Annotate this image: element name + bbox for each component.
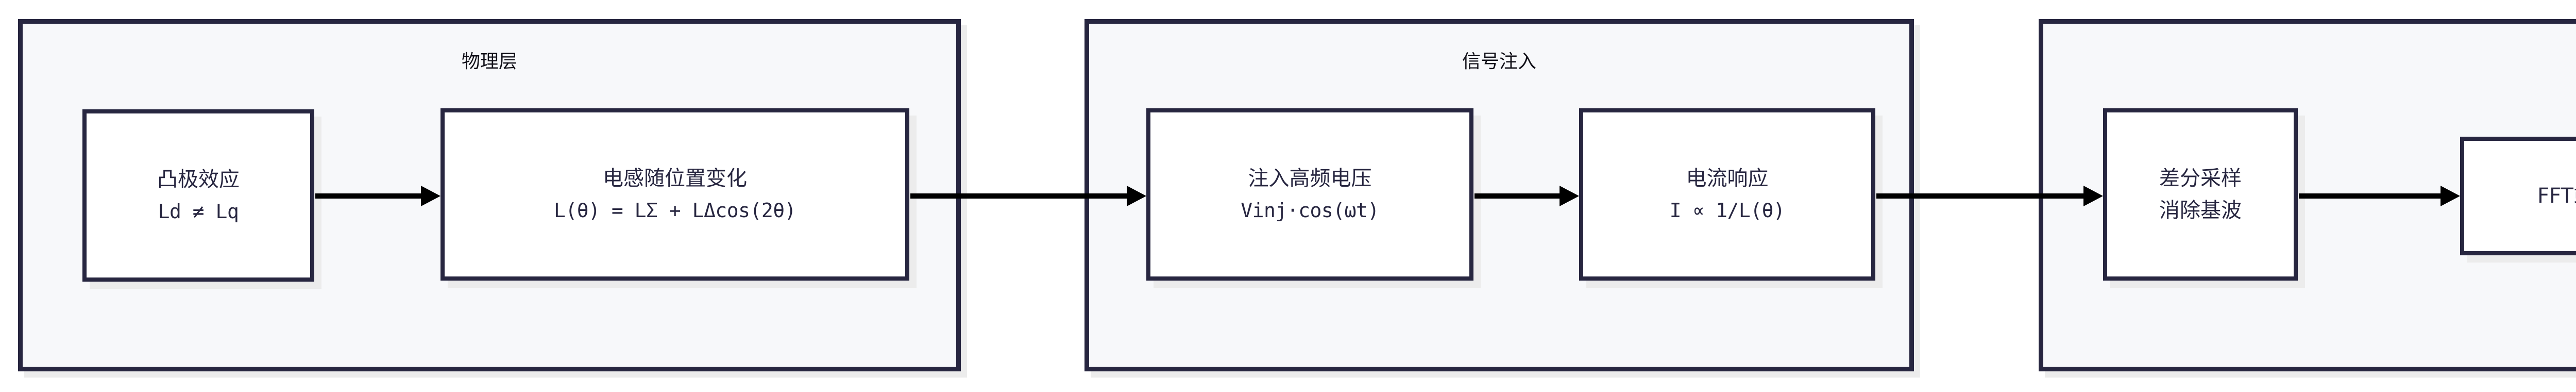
node-inject-hf-voltage[interactable]: 注入高频电压 Vinj·cos(ωt) [1146,108,1473,281]
node-salient-pole-effect-line2: Ld ≠ Lq [158,200,239,223]
arrow-head [1127,186,1146,206]
node-inductance-vs-position[interactable]: 电感随位置变化 L(θ) = LΣ + LΔcos(2θ) [440,108,909,281]
node-current-response-line2: I ∝ 1/L(θ) [1669,199,1785,222]
node-current-response[interactable]: 电流响应 I ∝ 1/L(θ) [1579,108,1875,281]
arrow-head [1560,186,1579,206]
node-differential-sampling-line1: 差分采样 [2159,167,2242,190]
node-salient-pole-effect[interactable]: 凸极效应 Ld ≠ Lq [82,109,314,282]
cluster-signal-injection-title: 信号注入 [1462,51,1536,72]
node-salient-pole-effect-line1: 凸极效应 [157,168,240,191]
node-inductance-vs-position-line2: L(θ) = LΣ + LΔcos(2θ) [554,199,796,222]
node-inject-hf-voltage-line2: Vinj·cos(ωt) [1241,199,1379,222]
arrow-shaft [910,193,1127,199]
node-fft-or-direct-compute[interactable]: FFT或直接计算 [2460,137,2576,255]
node-differential-sampling[interactable]: 差分采样 消除基波 [2103,108,2298,281]
node-fft-or-direct-compute-line1: FFT或直接计算 [2537,184,2576,208]
node-inductance-vs-position-line1: 电感随位置变化 [603,167,747,190]
node-differential-sampling-line2: 消除基波 [2159,199,2242,222]
arrow-shaft [1876,193,2083,199]
cluster-signal-processing-title: 信号处理 [2043,51,2576,73]
node-inject-hf-voltage-line1: 注入高频电压 [1248,167,1372,190]
arrow-head [421,186,440,206]
arrow-head [2083,186,2103,206]
arrow-shaft [2299,193,2441,199]
node-current-response-line1: 电流响应 [1686,167,1769,190]
cluster-physical-layer-title: 物理层 [461,51,517,72]
arrow-head [2441,186,2460,206]
arrow-shaft [1475,193,1560,199]
arrow-shaft [315,193,421,199]
